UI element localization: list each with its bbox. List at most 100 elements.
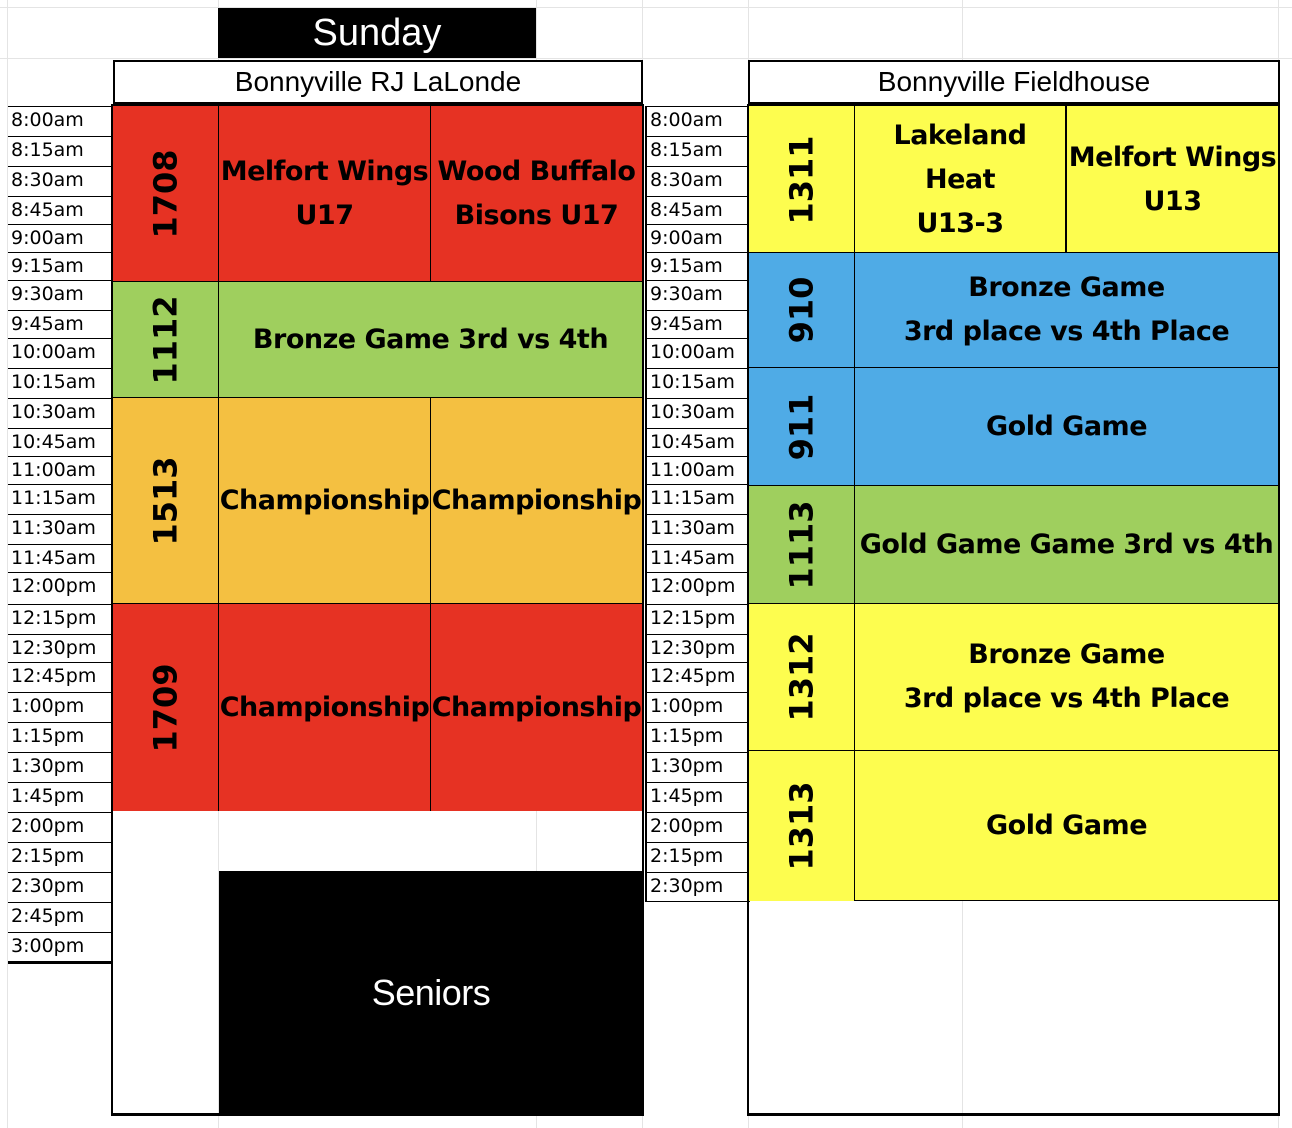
venue-header-left: Bonnyville RJ LaLonde (113, 60, 643, 104)
team-b-1708: Wood Buffalo Bisons U17 (437, 156, 636, 231)
time-slot: 9:15am (8, 252, 111, 280)
right-venue-grid (747, 104, 1280, 1116)
time-slot: 3:00pm (8, 932, 111, 960)
time-slot: 1:30pm (8, 752, 111, 782)
time-slot: 1:00pm (8, 692, 111, 722)
team-b-1513: Championship (431, 485, 642, 516)
game-id-1313: 1313 (749, 751, 855, 901)
game-id-text: 1112 (146, 294, 185, 385)
time-slot: 8:45am (647, 196, 748, 224)
game-block-1513 (113, 398, 642, 604)
time-slot: 11:30am (647, 514, 748, 544)
time-slot: 8:30am (8, 166, 111, 196)
time-slot: 11:45am (8, 544, 111, 572)
time-slot: 1:15pm (647, 722, 748, 752)
time-slot: 11:15am (647, 484, 748, 514)
time-slot: 8:45am (8, 196, 111, 224)
game-id-text: 1113 (782, 499, 821, 590)
time-slot: 9:00am (647, 224, 748, 252)
game-block-1312: Bronze Game 3rd place vs 4th Place (855, 604, 1278, 751)
time-slot: 8:00am (647, 106, 748, 136)
time-slot: 10:30am (647, 398, 748, 428)
game-id-1708: 1708 (113, 106, 219, 282)
game-block-1313: Gold Game (855, 751, 1278, 901)
team-a-1708: Melfort Wings U17 (219, 106, 431, 282)
game-id-911: 911 (749, 368, 855, 486)
game-id-910: 910 (749, 253, 855, 368)
time-slot: 11:00am (8, 456, 111, 484)
game-id-text: 910 (782, 276, 821, 344)
time-slot: 8:15am (647, 136, 748, 166)
time-slot: 1:30pm (647, 752, 748, 782)
game-id-text: 1313 (782, 781, 821, 871)
time-slot: 2:00pm (8, 812, 111, 842)
time-slot: 10:45am (647, 428, 748, 456)
time-slot: 9:45am (8, 310, 111, 338)
game-id-1311: 1311 (749, 106, 855, 253)
team-a-1513: Championship (219, 398, 431, 604)
game-block-1708 (113, 106, 642, 282)
game-id-1113: 1113 (749, 486, 855, 604)
game-id-text: 1708 (146, 149, 185, 239)
game-id-text: 1709 (146, 662, 185, 753)
time-slot: 2:00pm (647, 812, 748, 842)
time-slot: 12:00pm (647, 572, 748, 604)
game-id-text: 1312 (782, 632, 821, 722)
team-b-1311: Melfort Wings U13 (1068, 141, 1277, 217)
game-id-1112: 1112 (113, 282, 219, 398)
time-slot: 9:00am (8, 224, 111, 252)
game-id-1513: 1513 (113, 398, 219, 604)
game-id-text: 1311 (782, 134, 821, 225)
game-id-1312: 1312 (749, 604, 855, 751)
time-slot: 10:15am (647, 368, 748, 398)
time-slot: 11:45am (647, 544, 748, 572)
game-block-1112: Bronze Game 3rd vs 4th (219, 282, 642, 398)
time-slot: 2:45pm (8, 902, 111, 932)
time-slot: 12:30pm (8, 634, 111, 662)
time-slot: 11:15am (8, 484, 111, 514)
time-slot: 10:00am (647, 338, 748, 368)
game-block-910: Bronze Game 3rd place vs 4th Place (855, 253, 1278, 368)
time-slot: 10:00am (8, 338, 111, 368)
time-slot: 1:45pm (647, 782, 748, 812)
time-slot: 1:45pm (8, 782, 111, 812)
seniors-block: Seniors (219, 871, 643, 1115)
time-slot: 11:00am (647, 456, 748, 484)
game-id-text: 1513 (146, 456, 185, 546)
time-slot: 2:30pm (647, 872, 748, 900)
time-slot: 12:45pm (8, 662, 111, 692)
team-a-1709: Championship (219, 604, 431, 811)
time-slot: 10:30am (8, 398, 111, 428)
time-slot: 9:30am (8, 280, 111, 310)
game-block-1311 (749, 106, 1278, 253)
time-slot: 2:30pm (8, 872, 111, 902)
time-slot: 12:15pm (8, 604, 111, 634)
game-block-1709 (113, 604, 642, 811)
time-slot: 8:00am (8, 106, 111, 136)
venue-header-right: Bonnyville Fieldhouse (748, 60, 1280, 104)
time-slot: 12:00pm (8, 572, 111, 604)
game-id-text: 911 (782, 393, 821, 460)
game-id-1709: 1709 (113, 604, 219, 811)
day-header: Sunday (218, 8, 536, 58)
game-block-1113: Gold Game Game 3rd vs 4th (855, 486, 1278, 604)
time-slot: 9:45am (647, 310, 748, 338)
time-slot: 8:30am (647, 166, 748, 196)
team-b-1709: Championship (431, 691, 642, 723)
time-slot: 12:30pm (647, 634, 748, 662)
team-a-1311: Lakeland Heat U13-3 (855, 106, 1067, 253)
time-slot: 11:30am (8, 514, 111, 544)
time-slot: 2:15pm (8, 842, 111, 872)
time-slot: 9:30am (647, 280, 748, 310)
time-slot: 1:00pm (647, 692, 748, 722)
time-slot: 9:15am (647, 252, 748, 280)
game-block-911: Gold Game (855, 368, 1278, 486)
time-slot: 8:15am (8, 136, 111, 166)
time-slot: 1:15pm (8, 722, 111, 752)
time-slot: 10:15am (8, 368, 111, 398)
time-slot: 12:15pm (647, 604, 748, 634)
time-slot: 2:15pm (647, 842, 748, 872)
time-slot: 12:45pm (647, 662, 748, 692)
